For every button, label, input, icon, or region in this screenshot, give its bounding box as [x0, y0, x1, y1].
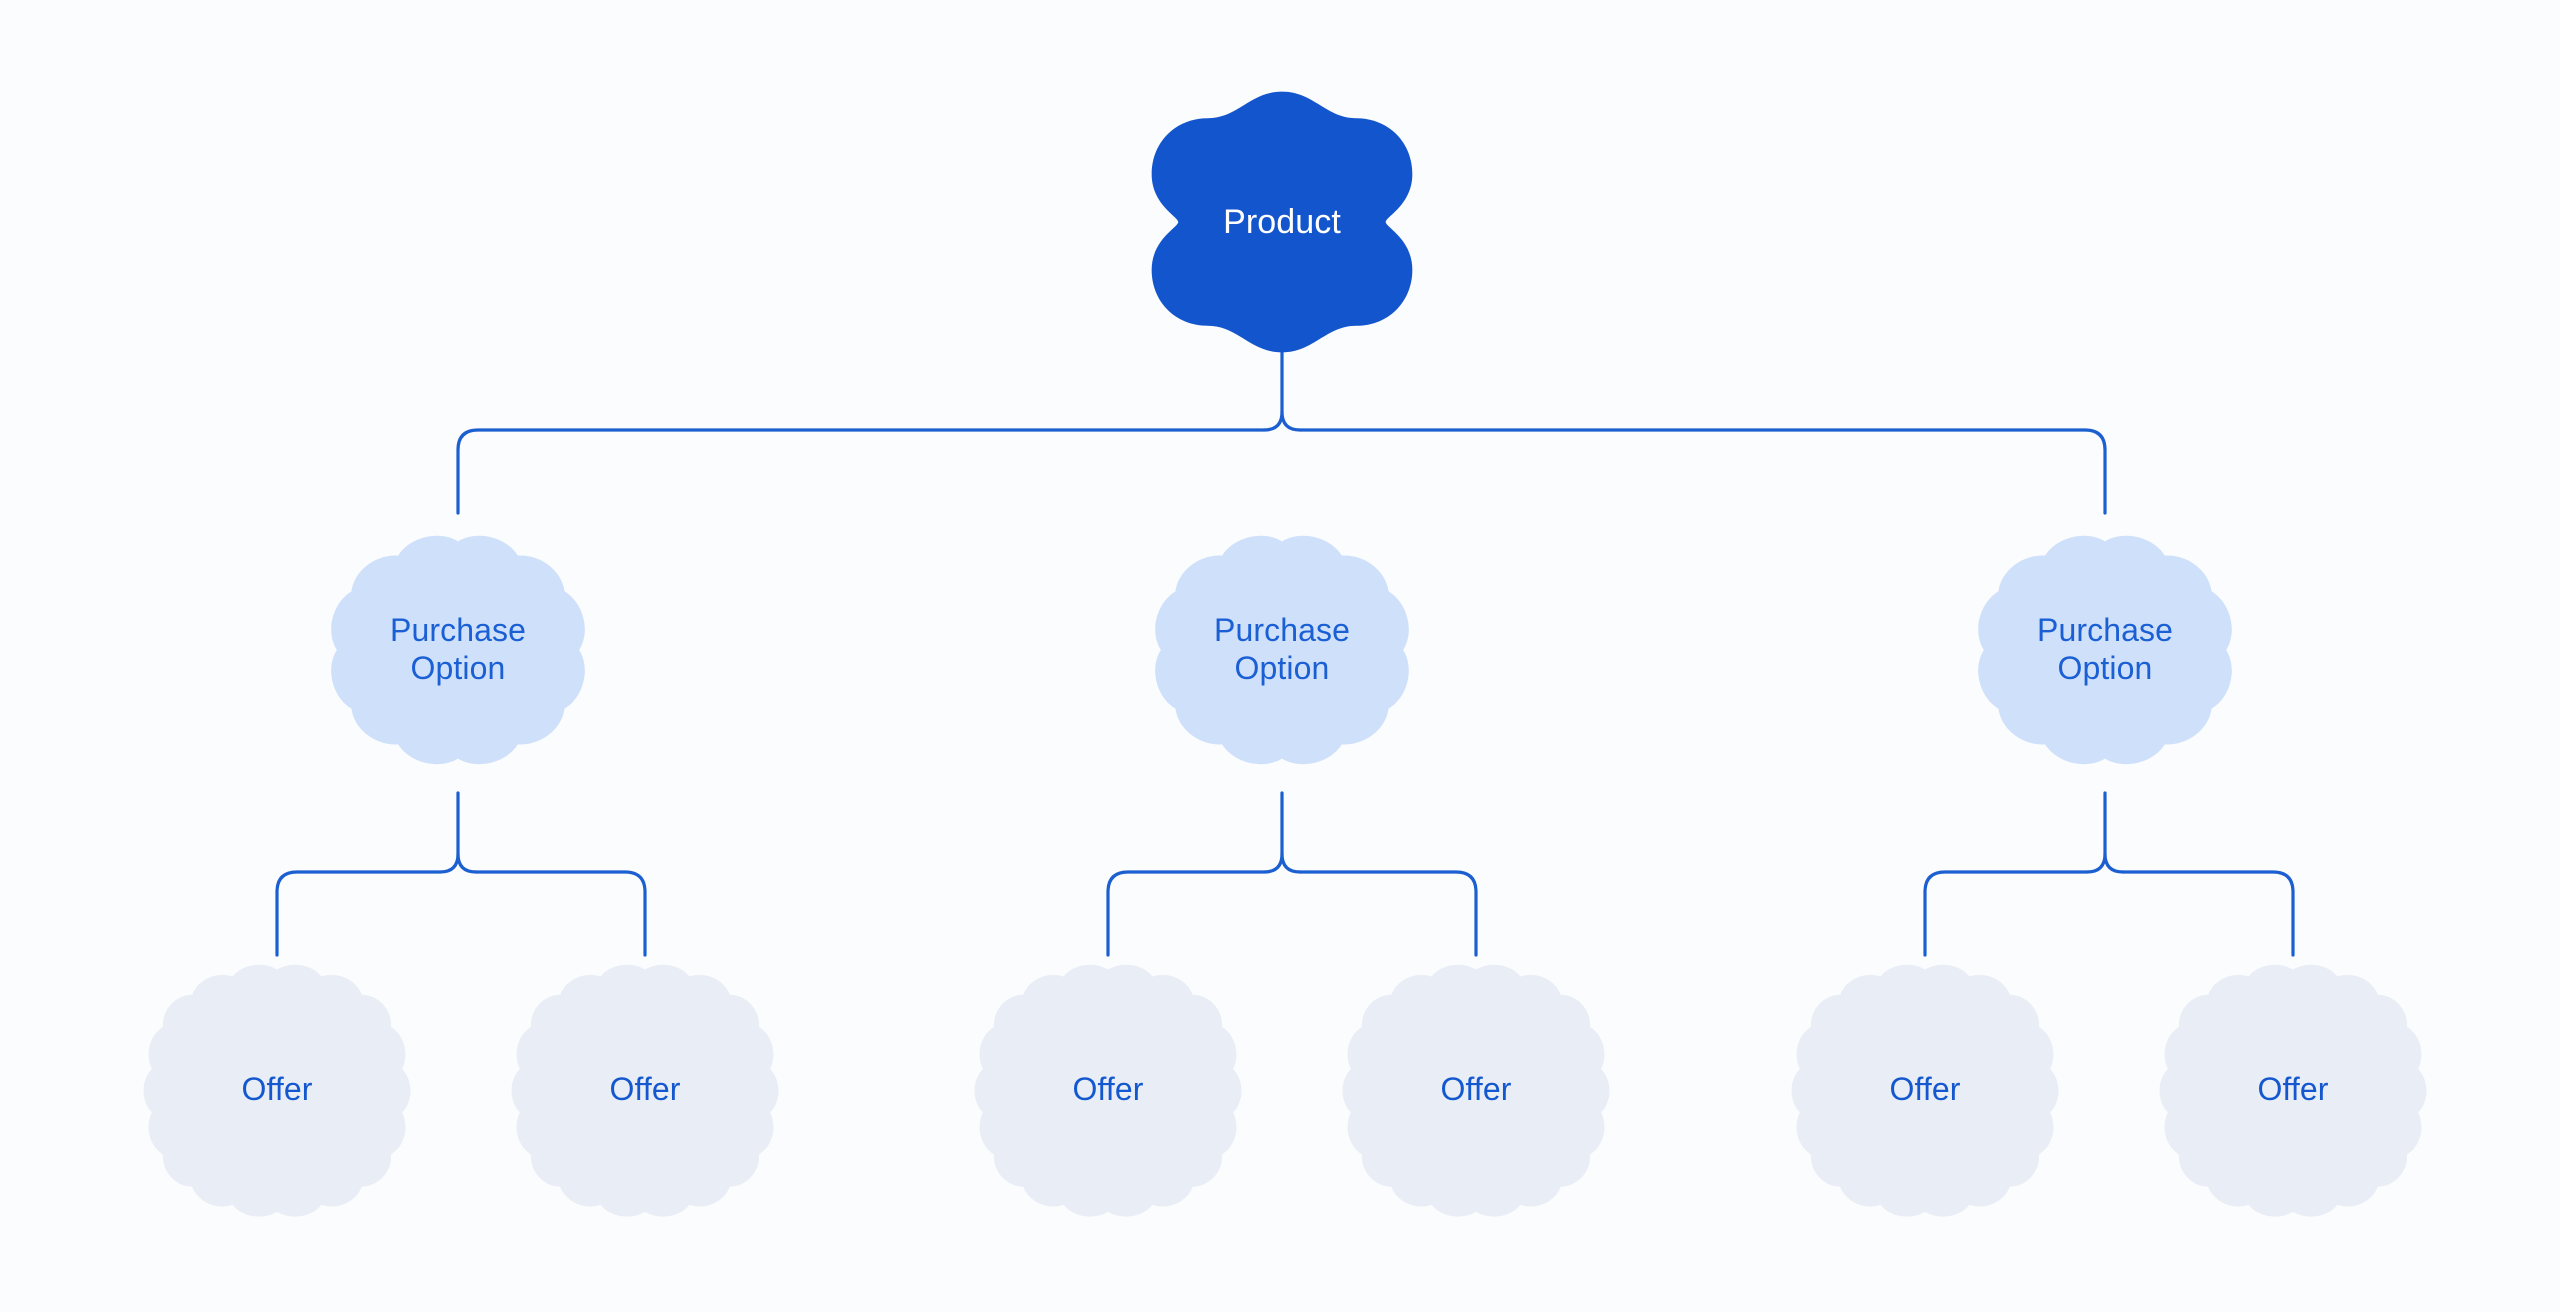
connector-po1-trunk — [456, 791, 478, 874]
node-offer-4[interactable]: Offer — [1337, 950, 1615, 1230]
node-purchase-option-3-label: Purchase Option — [2037, 612, 2173, 686]
connector-po3-bus-left — [1923, 870, 2089, 957]
node-offer-3-label: Offer — [1072, 1071, 1144, 1108]
offer-blob-shape — [511, 964, 779, 1217]
offer-blob-shape — [974, 964, 1242, 1217]
connector-po1-bus-left — [275, 870, 442, 957]
node-offer-3[interactable]: Offer — [969, 950, 1247, 1230]
connector-po2-trunk — [1280, 791, 1302, 874]
connector-product-trunk — [1280, 350, 1302, 432]
node-offer-6-label: Offer — [2257, 1071, 2329, 1108]
purchase-option-blob-shape — [1155, 535, 1409, 765]
node-purchase-option-1-label: Purchase Option — [390, 612, 526, 686]
node-offer-1[interactable]: Offer — [138, 950, 416, 1230]
node-offer-2[interactable]: Offer — [506, 950, 784, 1230]
node-purchase-option-2[interactable]: Purchase Option — [1136, 507, 1428, 793]
node-offer-1-label: Offer — [241, 1071, 313, 1108]
connector-po3-trunk — [2103, 791, 2125, 874]
offer-blob-shape — [1342, 964, 1610, 1217]
product-blob-shape — [1151, 91, 1413, 353]
offer-blob-shape — [143, 964, 411, 1217]
connector-product-trunk-left-fillet — [1262, 410, 1284, 432]
node-purchase-option-2-label: Purchase Option — [1214, 612, 1350, 686]
connector-po2-bus-left — [1106, 870, 1266, 957]
node-purchase-option-3[interactable]: Purchase Option — [1959, 507, 2251, 793]
connector-po1-bus-right — [474, 870, 647, 957]
offer-blob-shape — [2159, 964, 2427, 1217]
node-offer-2-label: Offer — [609, 1071, 681, 1108]
node-product-label: Product — [1223, 202, 1341, 241]
connector-bus-level1-left — [456, 428, 1266, 515]
purchase-option-blob-shape — [1978, 535, 2232, 765]
connector-bus-level1-right — [1298, 428, 2107, 515]
node-offer-4-label: Offer — [1440, 1071, 1512, 1108]
node-purchase-option-1[interactable]: Purchase Option — [312, 507, 604, 793]
connector-po1-trunk-left-fillet — [438, 852, 460, 874]
node-offer-6[interactable]: Offer — [2154, 950, 2432, 1230]
connector-po2-bus-right — [1298, 870, 1478, 957]
connector-po3-trunk-left-fillet — [2085, 852, 2107, 874]
connector-po2-trunk-left-fillet — [1262, 852, 1284, 874]
offer-blob-shape — [1791, 964, 2059, 1217]
node-offer-5-label: Offer — [1889, 1071, 1961, 1108]
node-offer-5[interactable]: Offer — [1786, 950, 2064, 1230]
node-product[interactable]: Product — [1149, 89, 1415, 355]
purchase-option-blob-shape — [331, 535, 585, 765]
connector-po3-bus-right — [2121, 870, 2295, 957]
